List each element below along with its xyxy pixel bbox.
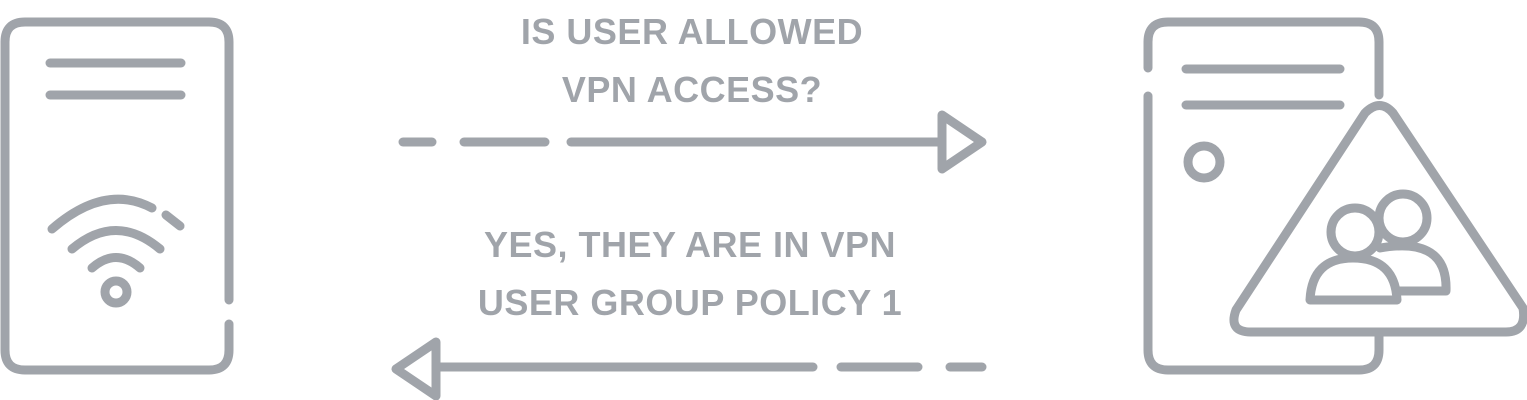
server-indicator-dot <box>1183 141 1225 183</box>
user-back-body <box>1375 241 1451 296</box>
wifi-arc-outer <box>47 194 157 234</box>
user-group-icon <box>1305 189 1451 305</box>
request-line-2: VPN ACCESS? <box>561 69 823 110</box>
response-line-1: YES, THEY ARE IN VPN <box>483 224 897 265</box>
wifi-arc-middle <box>67 226 165 254</box>
response-arrow <box>391 337 987 400</box>
user-group-warning-server-icon <box>1143 17 1527 375</box>
request-message: IS USER ALLOWED VPN ACCESS? <box>452 3 932 119</box>
request-line-1: IS USER ALLOWED <box>520 11 864 52</box>
warning-triangle-icon <box>1229 101 1527 337</box>
wifi-arc-inner <box>87 253 145 273</box>
wifi-dot <box>100 276 132 308</box>
user-front-body <box>1305 253 1402 305</box>
request-arrowhead <box>937 110 987 174</box>
response-message: YES, THEY ARE IN VPN USER GROUP POLICY 1 <box>440 216 940 332</box>
response-arrowhead <box>391 337 441 400</box>
response-line-2: USER GROUP POLICY 1 <box>477 282 903 323</box>
wifi-icon <box>47 194 185 308</box>
wifi-arc-outer-tail <box>161 210 185 231</box>
user-back-head <box>1374 189 1432 247</box>
device-body <box>0 17 234 375</box>
wifi-device-icon <box>0 17 234 375</box>
server-body-lower <box>1143 91 1384 375</box>
user-front-head <box>1326 203 1384 261</box>
request-arrow <box>398 110 987 174</box>
warning-triangle <box>1229 101 1527 337</box>
server-body <box>1143 17 1384 100</box>
